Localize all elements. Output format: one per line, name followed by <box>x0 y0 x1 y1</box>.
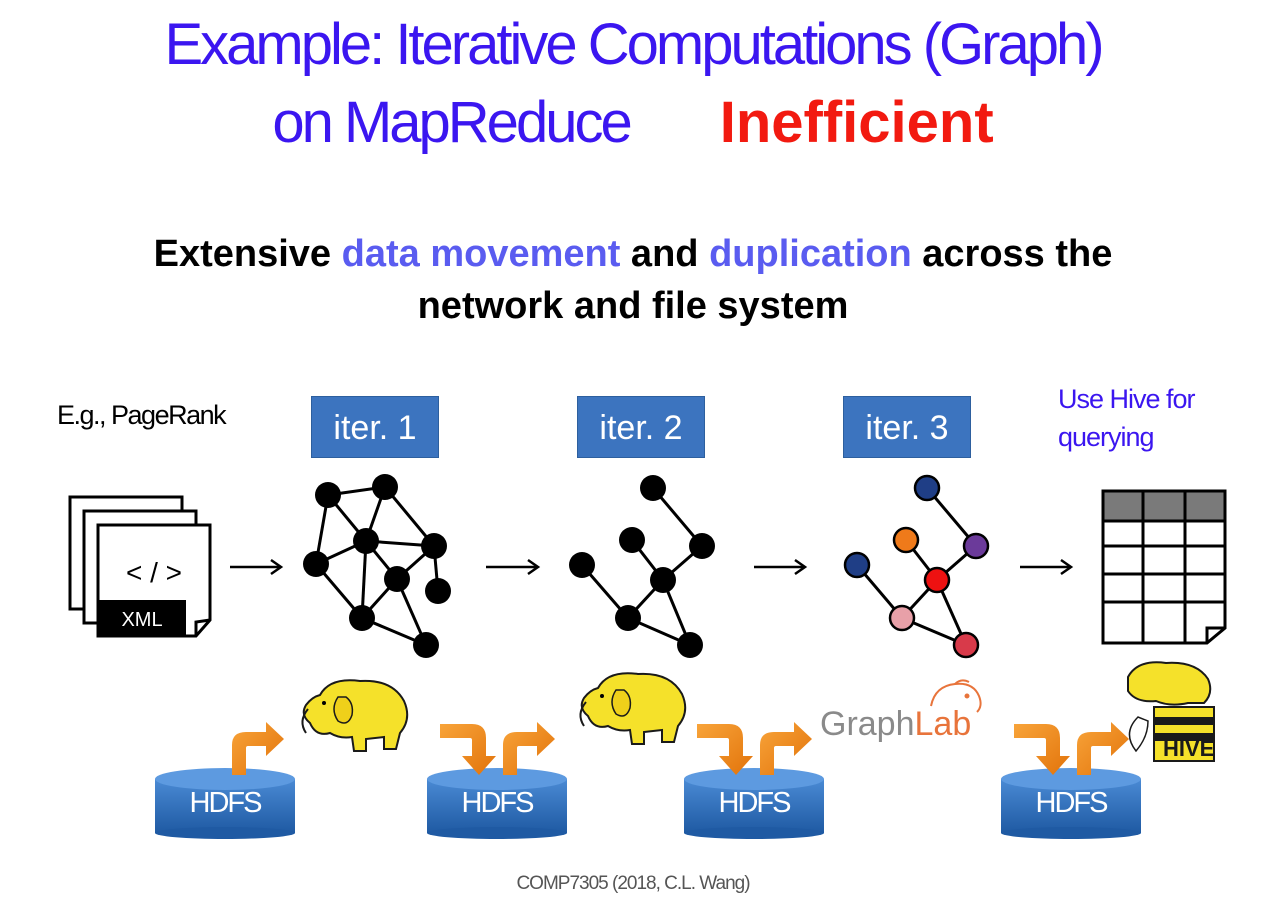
hive-note-line2: querying <box>1058 422 1155 452</box>
example-label: E.g., PageRank <box>57 400 227 430</box>
graphlab-graph: Graph <box>820 705 915 743</box>
graph-iteration-2 <box>580 487 704 647</box>
graph-iteration-1 <box>314 485 440 647</box>
graph-iteration-3 <box>855 487 978 647</box>
xml-documents-icon <box>68 495 212 638</box>
subtitle-line2: network and file system <box>417 285 849 327</box>
orange-io-arrows <box>232 722 1129 775</box>
xml-tag-label: XML <box>121 609 162 631</box>
subtitle-text: across the <box>911 233 1113 275</box>
slide-title-line1: Example: Iterative Computations (Graph) <box>164 12 1104 77</box>
graph-2-nodes <box>569 475 715 658</box>
title-on-mapreduce: on MapReduce <box>272 90 632 155</box>
subtitle-highlight-data-movement: data movement <box>341 233 621 275</box>
iteration-box-2: iter. 2 <box>577 396 705 458</box>
hdfs-label-4: HDFS <box>1035 787 1109 819</box>
graphlab-dog-icon <box>930 679 982 713</box>
hive-note: Use Hive for querying <box>1058 380 1196 456</box>
iteration-box-1: iter. 1 <box>311 396 439 458</box>
slide-footer: COMP7305 (2018, C.L. Wang) <box>516 873 750 894</box>
title-inefficient: Inefficient <box>719 90 994 155</box>
xml-code-glyph: < / > <box>126 557 182 588</box>
graph-1-nodes <box>303 474 451 658</box>
subtitle-line1: Extensive data movement and duplication … <box>0 228 1266 280</box>
hadoop-elephant-icon-1 <box>301 679 409 752</box>
graphlab-lab: Lab <box>915 705 972 743</box>
hdfs-label-1: HDFS <box>189 787 263 819</box>
graphlab-logo: GraphLab <box>820 705 971 743</box>
hdfs-cylinders <box>155 768 1141 839</box>
slide-title-line2: on MapReduce Inefficient <box>0 88 1266 158</box>
hive-logo-text: HIVE <box>1163 736 1214 761</box>
hdfs-label-3: HDFS <box>718 787 792 819</box>
output-table-icon <box>1101 489 1227 645</box>
hadoop-elephant-icon-2 <box>579 672 687 745</box>
flow-arrows <box>230 558 1074 576</box>
subtitle-text: and <box>620 233 710 275</box>
hive-note-line1: Use Hive for <box>1058 384 1196 414</box>
graph-3-nodes <box>843 474 990 659</box>
iteration-box-3: iter. 3 <box>843 396 971 458</box>
subtitle-text: Extensive <box>153 233 342 275</box>
subtitle-highlight-duplication: duplication <box>709 233 912 275</box>
hdfs-label-2: HDFS <box>461 787 535 819</box>
hive-bee-icon <box>1127 661 1215 762</box>
